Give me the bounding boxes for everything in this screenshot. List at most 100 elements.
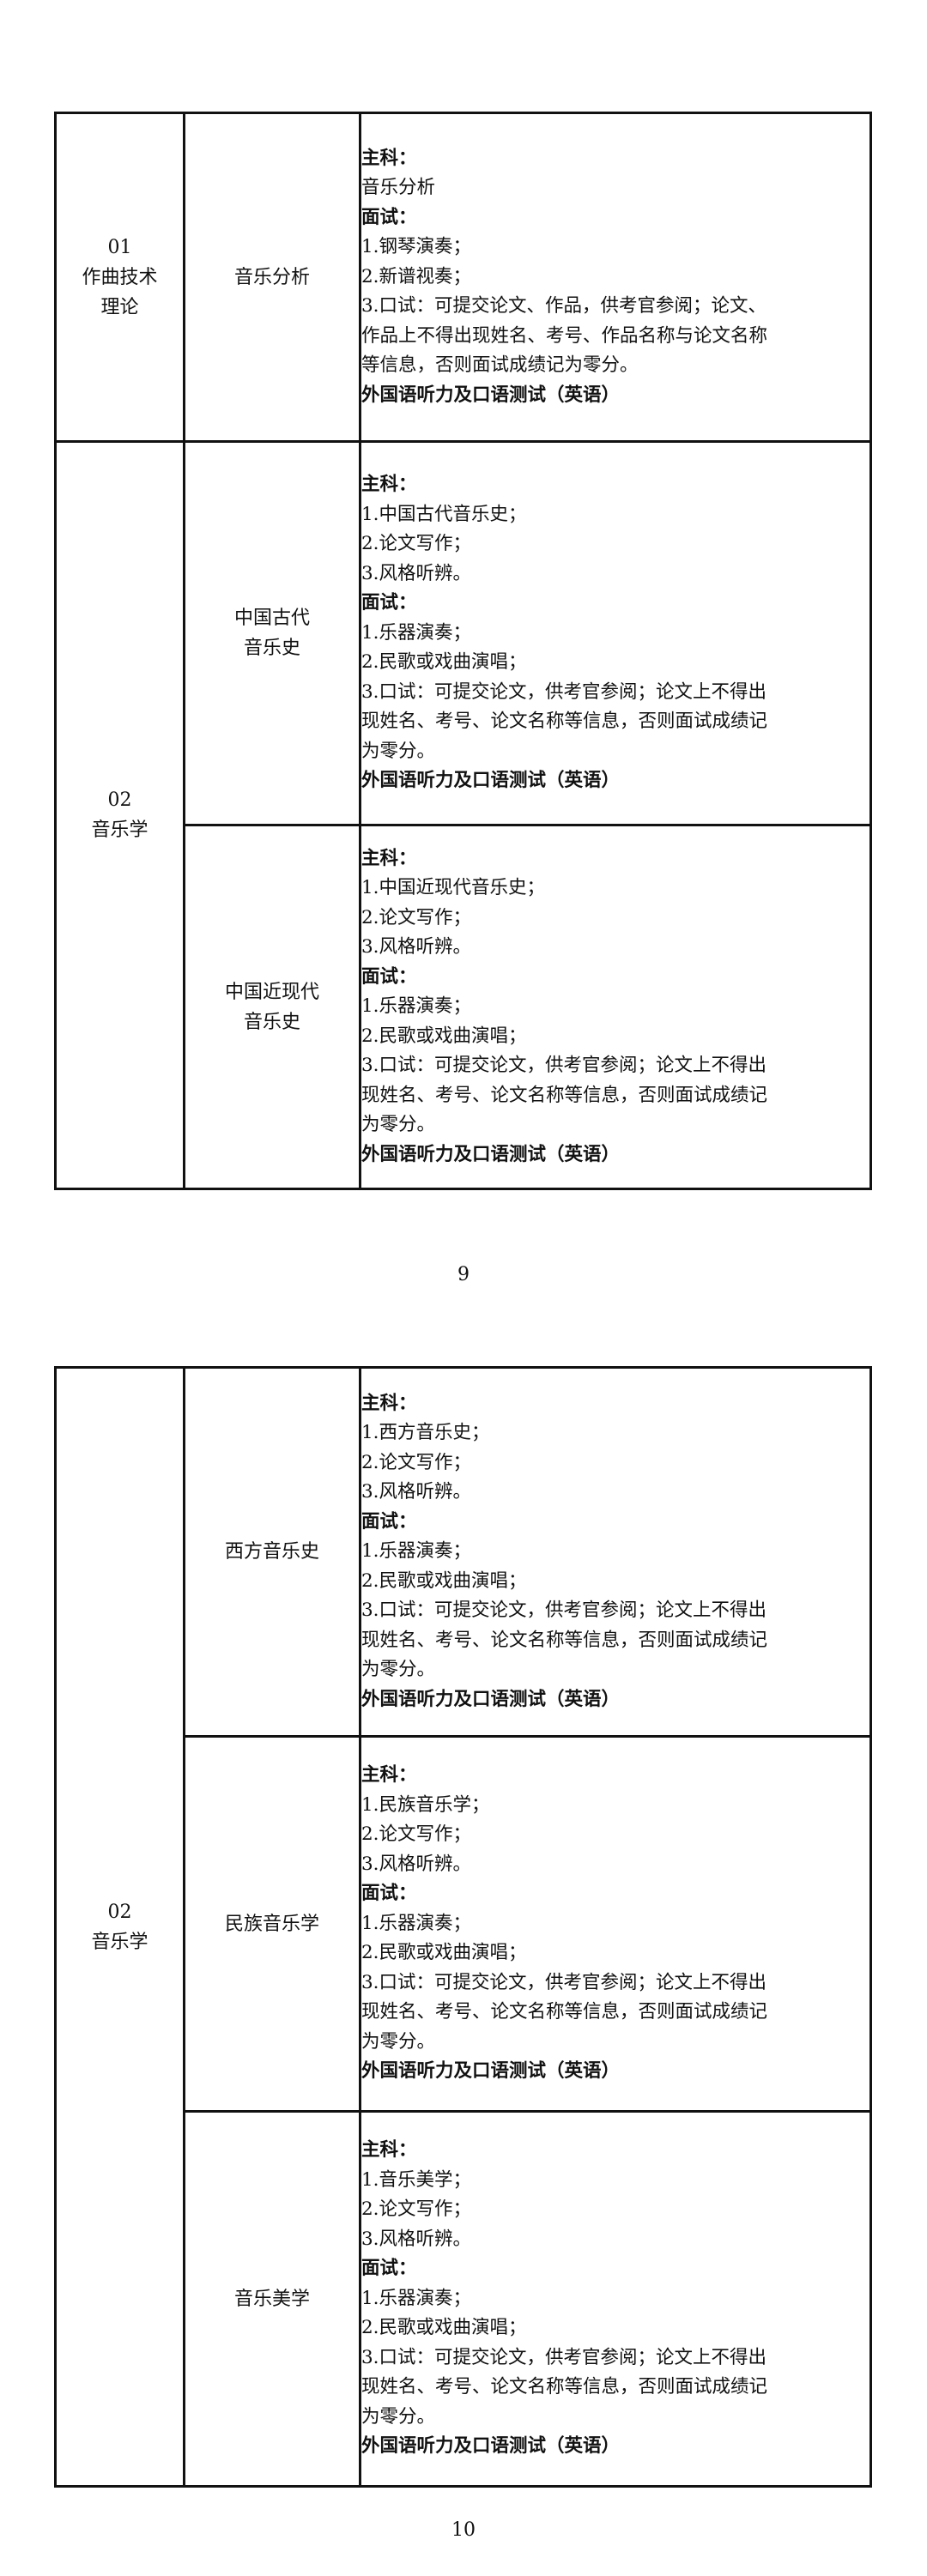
direction-cell: 音乐美学 xyxy=(183,2110,361,2488)
mianshi-label: 面试： xyxy=(361,965,417,988)
direction-name: 音乐美学 xyxy=(233,2288,310,2310)
mianshi-item: 为零分。 xyxy=(361,2405,436,2428)
zhuke-item: 3.风格听辨。 xyxy=(361,2228,472,2250)
mianshi-item: 为零分。 xyxy=(361,1659,436,1681)
mianshi-label: 面试： xyxy=(361,592,417,614)
mianshi-item: 2.民歌或戏曲演唱； xyxy=(361,651,527,674)
mianshi-item: 2.民歌或戏曲演唱； xyxy=(361,1025,527,1047)
zhuke-label: 主科： xyxy=(361,2139,417,2162)
mianshi-item: 1.钢琴演奏； xyxy=(361,236,472,258)
zhuke-item: 1.西方音乐史； xyxy=(361,1422,490,1444)
waiyu-test: 外国语听力及口语测试（英语） xyxy=(361,770,621,792)
major-name: 音乐学 xyxy=(91,819,148,841)
zhuke-item: 3.风格听辨。 xyxy=(361,562,472,584)
mianshi-label: 面试： xyxy=(361,1510,417,1533)
major-name: 音乐学 xyxy=(91,1931,148,1953)
direction-name: 中国近现代 xyxy=(224,981,319,1003)
zhuke-item: 1.中国近现代音乐史； xyxy=(361,877,546,899)
mianshi-item: 3.口试：可提交论文，供考官参阅；论文上不得出 xyxy=(361,2346,767,2368)
mianshi-item: 3.口试：可提交论文，供考官参阅；论文上不得出 xyxy=(361,1055,767,1077)
exam-table-page-10: 02 音乐学 西方音乐史 主科： 1.西方音乐史； 2.论文写作； 3.风格听辨… xyxy=(54,1366,872,2488)
major-cell: 02 音乐学 xyxy=(54,440,185,1190)
direction-name: 西方音乐史 xyxy=(224,1541,319,1563)
mianshi-label: 面试： xyxy=(361,1883,417,1905)
mianshi-item: 为零分。 xyxy=(361,740,436,762)
mianshi-item: 现姓名、考号、论文名称等信息，否则面试成绩记 xyxy=(361,1629,768,1651)
mianshi-item: 作品上不得出现姓名、考号、作品名称与论文名称 xyxy=(361,324,768,347)
zhuke-item: 2.论文写作； xyxy=(361,533,472,555)
zhuke-item: 1.民族音乐学； xyxy=(361,1793,490,1816)
mianshi-item: 等信息，否则面试成绩记为零分。 xyxy=(361,354,639,377)
mianshi-item: 1.乐器演奏； xyxy=(361,2287,472,2309)
mianshi-item: 1.乐器演奏； xyxy=(361,1540,472,1563)
mianshi-label: 面试： xyxy=(361,2258,417,2280)
zhuke-item: 2.论文写作； xyxy=(361,906,472,928)
zhuke-item: 3.风格听辨。 xyxy=(361,936,472,958)
mianshi-item: 3.口试：可提交论文、作品，供考官参阅；论文、 xyxy=(361,295,767,317)
mianshi-item: 3.口试：可提交论文，供考官参阅；论文上不得出 xyxy=(361,1971,767,1993)
direction-name: 民族音乐学 xyxy=(224,1913,319,1935)
waiyu-test: 外国语听力及口语测试（英语） xyxy=(361,384,621,406)
mianshi-item: 为零分。 xyxy=(361,2030,436,2053)
mianshi-label: 面试： xyxy=(361,206,417,228)
exam-table-page-9: 01 作曲技术 理论 音乐分析 主科： 音乐分析 面试： 1.钢琴演奏； 2.新… xyxy=(54,112,872,1190)
mianshi-item: 2.民歌或戏曲演唱； xyxy=(361,2317,527,2339)
zhuke-item: 2.论文写作； xyxy=(361,1823,472,1846)
direction-cell: 西方音乐史 xyxy=(183,1366,361,1738)
direction-name: 音乐史 xyxy=(243,1011,300,1033)
zhuke-item: 2.论文写作； xyxy=(361,2198,472,2221)
major-code: 02 xyxy=(107,789,132,811)
zhuke-item: 3.风格听辨。 xyxy=(361,1853,472,1875)
mianshi-item: 1.乐器演奏； xyxy=(361,621,472,644)
major-name: 理论 xyxy=(100,296,139,318)
mianshi-item: 现姓名、考号、论文名称等信息，否则面试成绩记 xyxy=(361,2376,768,2398)
mianshi-item: 现姓名、考号、论文名称等信息，否则面试成绩记 xyxy=(361,1084,768,1106)
table-row: 01 作曲技术 理论 音乐分析 主科： 音乐分析 面试： 1.钢琴演奏； 2.新… xyxy=(54,112,872,443)
major-cell: 01 作曲技术 理论 xyxy=(54,112,185,443)
mianshi-item: 2.民歌或戏曲演唱； xyxy=(361,1942,527,1964)
direction-cell: 中国古代 音乐史 xyxy=(183,440,361,826)
waiyu-test: 外国语听力及口语测试（英语） xyxy=(361,1688,621,1710)
direction-cell: 民族音乐学 xyxy=(183,1735,361,2113)
table-row: 民族音乐学 主科： 1.民族音乐学； 2.论文写作； 3.风格听辨。 面试： 1… xyxy=(56,1735,872,2113)
direction-name: 音乐分析 xyxy=(233,266,310,288)
mianshi-item: 2.新谱视奏； xyxy=(361,265,472,287)
mianshi-item: 现姓名、考号、论文名称等信息，否则面试成绩记 xyxy=(361,2001,768,2023)
table-row: 02 音乐学 中国古代 音乐史 主科： 1.中国古代音乐史； 2.论文写作； 3… xyxy=(54,440,872,1190)
exam-content-cell: 主科： 1.音乐美学； 2.论文写作； 3.风格听辨。 面试： 1.乐器演奏； … xyxy=(359,2110,872,2488)
mianshi-item: 3.口试：可提交论文，供考官参阅；论文上不得出 xyxy=(361,1599,767,1622)
major-cell: 02 音乐学 xyxy=(54,1366,185,2488)
zhuke-item: 1.音乐美学； xyxy=(361,2168,472,2191)
direction-cell: 中国近现代 音乐史 xyxy=(183,824,361,1190)
zhuke-item: 2.论文写作； xyxy=(361,1451,472,1473)
direction-cell: 音乐分析 xyxy=(183,112,361,443)
zhuke-label: 主科： xyxy=(361,1764,417,1787)
exam-content-cell: 主科： 1.民族音乐学； 2.论文写作； 3.风格听辨。 面试： 1.乐器演奏；… xyxy=(359,1735,872,2113)
zhuke-label: 主科： xyxy=(361,147,417,169)
exam-content-cell: 主科： 1.中国古代音乐史； 2.论文写作； 3.风格听辨。 面试： 1.乐器演… xyxy=(359,440,872,826)
zhuke-item: 1.中国古代音乐史； xyxy=(361,503,527,525)
zhuke-label: 主科： xyxy=(361,847,417,869)
waiyu-test: 外国语听力及口语测试（英语） xyxy=(361,1143,621,1165)
page-number: 9 xyxy=(457,1264,470,1285)
zhuke-item: 3.风格听辨。 xyxy=(361,1481,472,1503)
mianshi-item: 1.乐器演奏； xyxy=(361,995,472,1018)
waiyu-test: 外国语听力及口语测试（英语） xyxy=(361,2060,621,2083)
major-code: 01 xyxy=(107,236,132,258)
mianshi-item: 3.口试：可提交论文，供考官参阅；论文上不得出 xyxy=(361,680,767,703)
mianshi-item: 1.乐器演奏； xyxy=(361,1912,472,1934)
exam-content-cell: 主科： 1.西方音乐史； 2.论文写作； 3.风格听辨。 面试： 1.乐器演奏；… xyxy=(359,1366,872,1738)
zhuke-item: 音乐分析 xyxy=(361,177,436,199)
exam-content-cell: 主科： 1.中国近现代音乐史； 2.论文写作； 3.风格听辨。 面试： 1.乐器… xyxy=(359,824,872,1190)
table-row: 中国近现代 音乐史 主科： 1.中国近现代音乐史； 2.论文写作； 3.风格听辨… xyxy=(56,824,872,1190)
table-row: 音乐美学 主科： 1.音乐美学； 2.论文写作； 3.风格听辨。 面试： 1.乐… xyxy=(56,2110,872,2488)
exam-content-cell: 主科： 音乐分析 面试： 1.钢琴演奏； 2.新谱视奏； 3.口试：可提交论文、… xyxy=(359,112,872,443)
page-number: 10 xyxy=(451,2519,476,2541)
mianshi-item: 2.民歌或戏曲演唱； xyxy=(361,1569,527,1592)
zhuke-label: 主科： xyxy=(361,474,417,496)
waiyu-test: 外国语听力及口语测试（英语） xyxy=(361,2435,621,2458)
major-name: 作曲技术 xyxy=(82,266,158,288)
mianshi-item: 为零分。 xyxy=(361,1114,436,1136)
direction-name: 中国古代 xyxy=(233,608,310,629)
table-row: 02 音乐学 西方音乐史 主科： 1.西方音乐史； 2.论文写作； 3.风格听辨… xyxy=(54,1366,872,2488)
